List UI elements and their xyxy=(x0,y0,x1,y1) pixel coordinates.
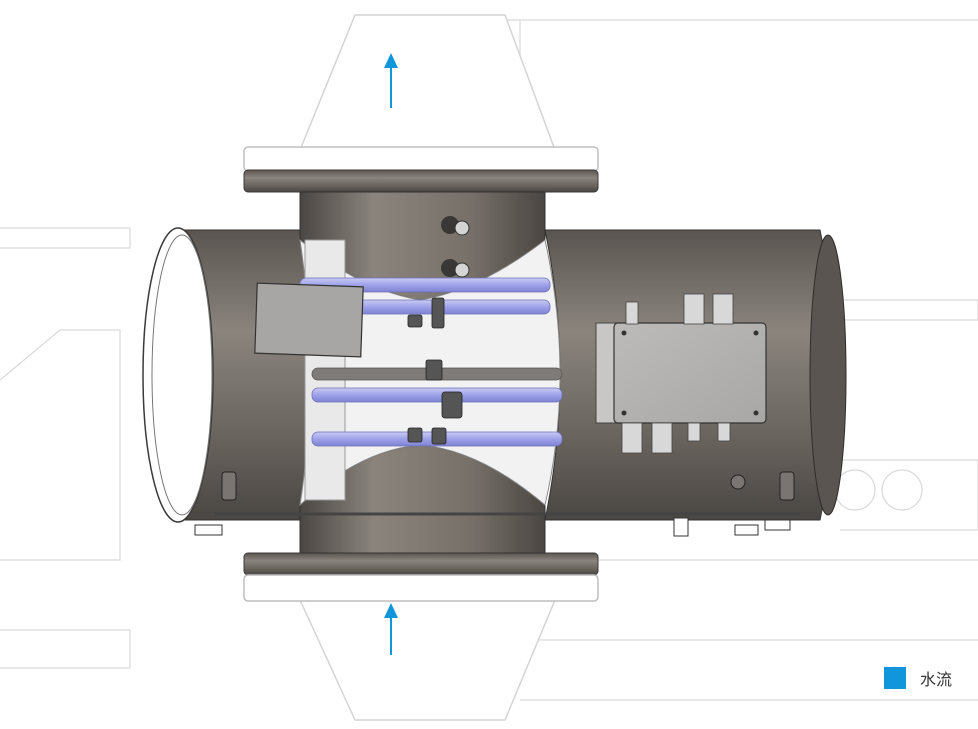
junction-box xyxy=(595,322,767,424)
chamber-end-cap-left xyxy=(142,227,214,523)
mounting-feet xyxy=(194,517,791,537)
chamber-end-cap-right xyxy=(809,234,847,516)
valves xyxy=(221,471,795,501)
inlet-flange-white xyxy=(243,574,599,602)
inlet-funnel xyxy=(298,599,557,721)
pipe-fittings xyxy=(441,216,470,278)
lamp-holders xyxy=(407,297,463,445)
cable-glands xyxy=(621,293,734,454)
left-panel-plate xyxy=(254,282,364,358)
legend-swatch-water-flow xyxy=(884,667,906,689)
outlet-flange xyxy=(243,169,599,193)
inlet-flange xyxy=(243,552,599,576)
flow-arrow-up xyxy=(384,53,398,108)
legend-label-water-flow: 水流 xyxy=(920,670,953,689)
outlet-funnel xyxy=(298,14,557,151)
uv-lamp xyxy=(311,387,563,403)
outlet-flange-white xyxy=(243,146,599,172)
legend: 水流 xyxy=(884,666,952,690)
flow-arrow-up xyxy=(384,603,398,655)
end-cap-rim xyxy=(151,234,213,516)
